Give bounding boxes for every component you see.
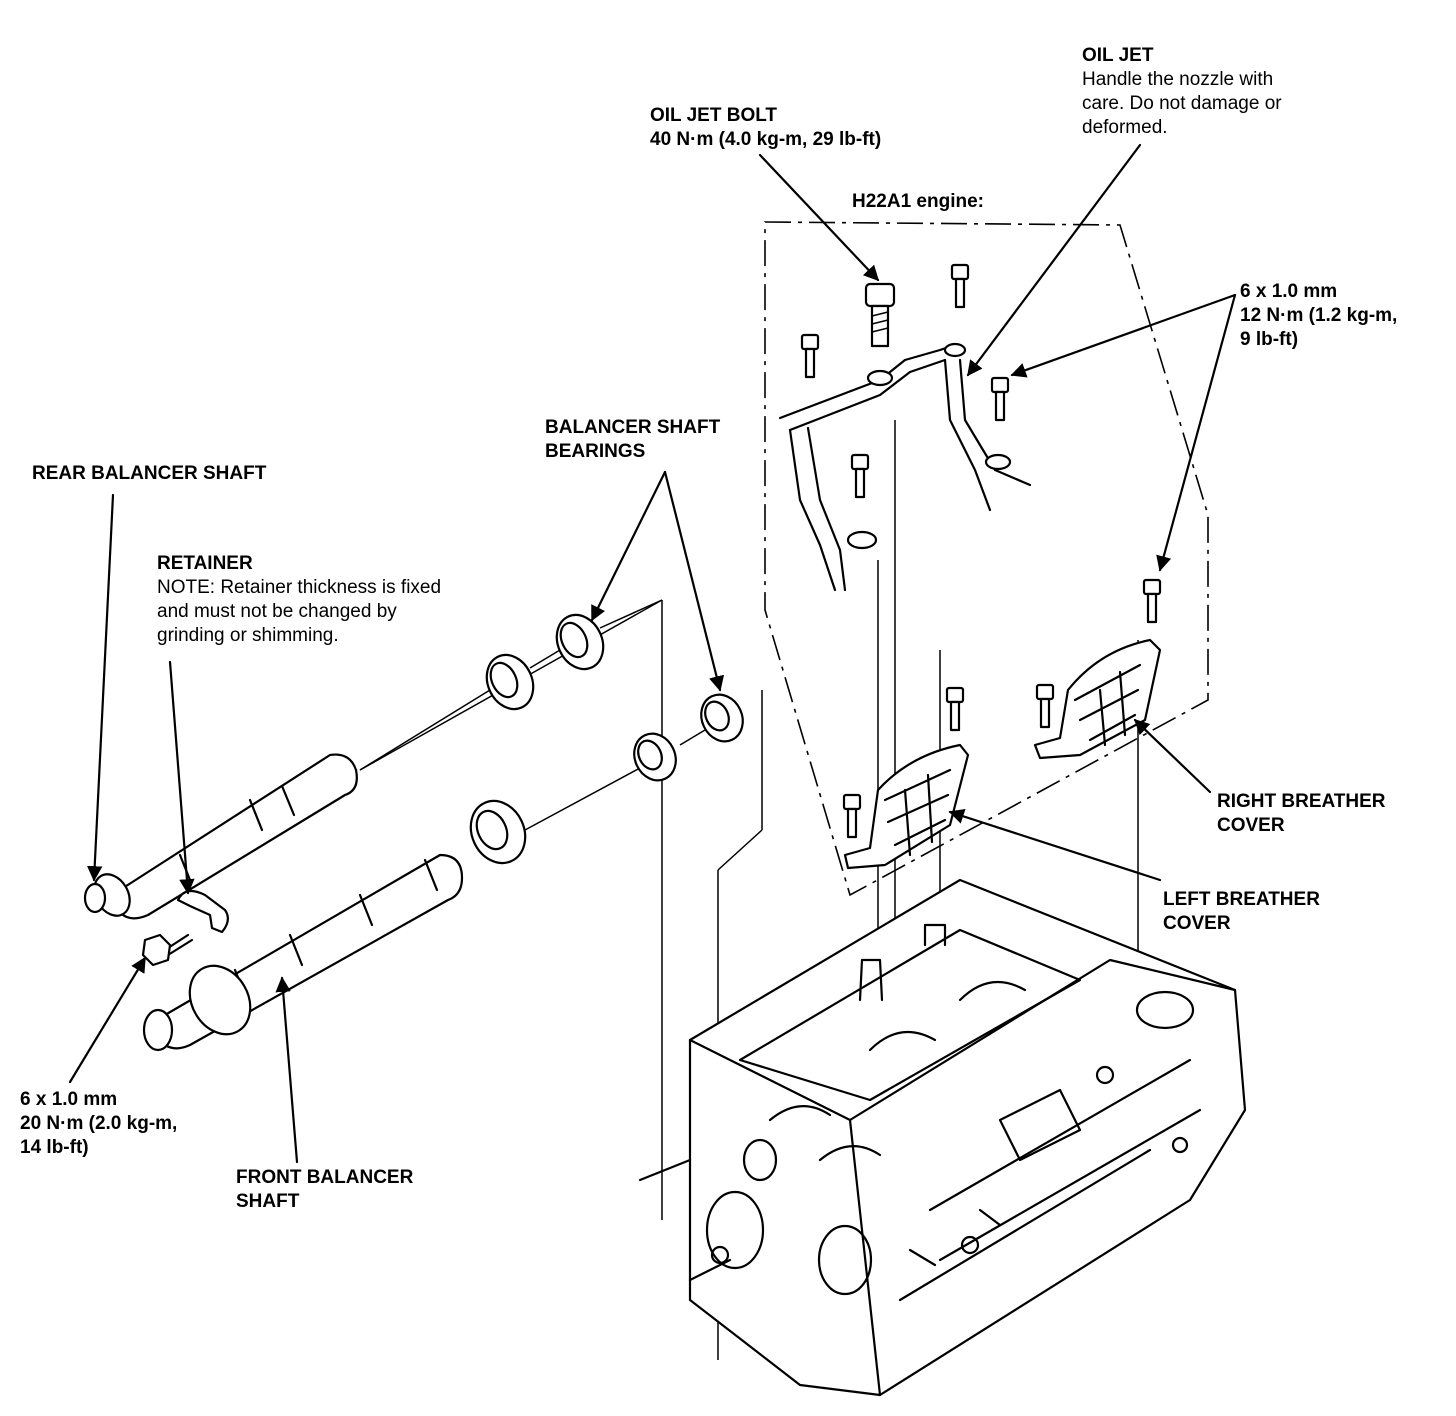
engine-variant-label: H22A1 engine: (852, 190, 984, 214)
rear-balancer-shaft-label: REAR BALANCER SHAFT (32, 462, 266, 486)
oil-jet-note-line-3: deformed. (1082, 117, 1168, 138)
oil-jet-assembly (778, 342, 1032, 592)
bolt-12nm-label: 6 x 1.0 mm 12 N·m (1.2 kg-m, 9 lb-ft) (1240, 280, 1397, 352)
retainer-label: RETAINER NOTE: Retainer thickness is fix… (157, 552, 441, 648)
retainer-title: RETAINER (157, 553, 253, 574)
retainer-bolt (141, 933, 194, 967)
left-breather-cover-label: LEFT BREATHER COVER (1163, 888, 1320, 936)
leader-arrows (68, 143, 1237, 1164)
bolt-12nm-line-1: 6 x 1.0 mm (1240, 281, 1338, 302)
h22a1-detail-boundary (764, 221, 1209, 897)
rear-bearings (485, 613, 605, 711)
retainer-part (176, 889, 229, 934)
retainer-note-line-2: and must not be changed by (157, 601, 397, 622)
bolt-20nm-line-2: 20 N·m (2.0 kg-m, (20, 1113, 178, 1134)
oil-jet-label: OIL JET Handle the nozzle with care. Do … (1082, 44, 1282, 140)
bolt-12nm-line-3: 9 lb-ft) (1240, 329, 1299, 350)
oil-jet-bolt-title: OIL JET BOLT (650, 105, 778, 126)
small-bolts (800, 263, 1162, 839)
bolt-20nm-line-3: 14 lb-ft) (20, 1137, 89, 1158)
oil-jet-bolt-part (864, 282, 896, 348)
retainer-note-line-3: grinding or shimming. (157, 625, 339, 646)
bolt-20nm-label: 6 x 1.0 mm 20 N·m (2.0 kg-m, 14 lb-ft) (20, 1088, 177, 1160)
left-breather-cover-part (843, 743, 970, 870)
right-breather-cover-line-1: RIGHT BREATHER (1217, 791, 1386, 812)
engine-block (638, 878, 1247, 1397)
oil-jet-note-line-2: care. Do not damage or (1082, 93, 1282, 114)
oil-jet-bolt-label: OIL JET BOLT 40 N·m (4.0 kg-m, 29 lb-ft) (650, 104, 881, 152)
oil-jet-bolt-torque: 40 N·m (4.0 kg-m, 29 lb-ft) (650, 129, 882, 150)
bolt-12nm-line-2: 12 N·m (1.2 kg-m, (1240, 305, 1398, 326)
front-bearings (469, 693, 744, 865)
balancer-bearings-line-1: BALANCER SHAFT (545, 417, 721, 438)
left-breather-cover-line-2: COVER (1163, 913, 1231, 934)
balancer-bearings-label: BALANCER SHAFT BEARINGS (545, 416, 720, 464)
front-balancer-shaft-label: FRONT BALANCER SHAFT (236, 1166, 413, 1214)
engine-variant-text: H22A1 engine: (852, 191, 984, 212)
oil-jet-title: OIL JET (1082, 45, 1154, 66)
oil-jet-note-line-1: Handle the nozzle with (1082, 69, 1274, 90)
left-breather-cover-line-1: LEFT BREATHER (1163, 889, 1320, 910)
right-breather-cover-line-2: COVER (1217, 815, 1285, 836)
bolt-20nm-line-1: 6 x 1.0 mm (20, 1089, 118, 1110)
front-balancer-shaft-line-2: SHAFT (236, 1191, 300, 1212)
retainer-note-line-1: NOTE: Retainer thickness is fixed (157, 577, 442, 598)
balancer-bearings-line-2: BEARINGS (545, 441, 646, 462)
rear-balancer-shaft (83, 599, 663, 920)
rear-balancer-shaft-text: REAR BALANCER SHAFT (32, 463, 267, 484)
front-balancer-shaft (142, 729, 706, 1052)
right-breather-cover-part (1033, 638, 1162, 760)
front-balancer-shaft-line-1: FRONT BALANCER (236, 1167, 414, 1188)
right-breather-cover-label: RIGHT BREATHER COVER (1217, 790, 1386, 838)
